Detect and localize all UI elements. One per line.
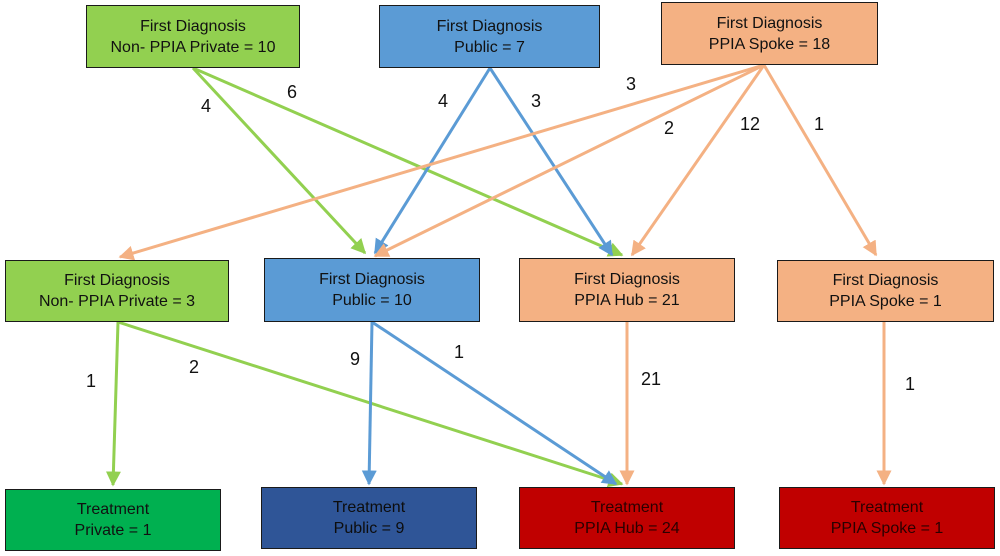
node-title: First Diagnosis xyxy=(574,271,680,288)
arrow-spoke-to-hub xyxy=(630,64,766,257)
node-value: Public = 10 xyxy=(332,292,412,309)
node-value: Public = 9 xyxy=(333,520,405,537)
arrow-spoke-to-private xyxy=(118,63,765,261)
node-title: Treatment xyxy=(850,499,924,516)
node-first-diagnosis-spoke-mid: First Diagnosis PPIA Spoke = 1 xyxy=(777,260,994,322)
edge-label-spoke-to-private: 3 xyxy=(626,74,637,94)
node-first-diagnosis-private-top: First Diagnosis Non- PPIA Private = 10 xyxy=(86,5,300,68)
node-treatment-hub: Treatment PPIA Hub = 24 xyxy=(519,487,735,549)
node-first-diagnosis-hub-mid: First Diagnosis PPIA Hub = 21 xyxy=(519,258,735,322)
node-title: First Diagnosis xyxy=(319,271,425,288)
arrow-spoke-to-public xyxy=(373,63,765,258)
node-value: PPIA Spoke = 1 xyxy=(830,520,944,537)
edge-label-spoke-to-public: 2 xyxy=(664,118,675,138)
node-title: First Diagnosis xyxy=(64,272,170,289)
node-title: First Diagnosis xyxy=(436,17,543,35)
node-title: Treatment xyxy=(332,499,406,516)
node-first-diagnosis-public-mid: First Diagnosis Public = 10 xyxy=(264,258,480,322)
node-value: Non- PPIA Private = 10 xyxy=(110,38,276,56)
node-title: Treatment xyxy=(590,499,664,516)
arrow-mid-public-to-hub xyxy=(371,320,618,486)
node-value: PPIA Hub = 24 xyxy=(574,520,680,537)
arrow-private-to-hub xyxy=(192,66,624,257)
arrow-spoke-to-spoke xyxy=(762,64,878,257)
arrow-private-to-public xyxy=(191,66,367,255)
edge-label-mid-hub-to-hub: 21 xyxy=(641,369,662,389)
edge-label-spoke-to-spoke: 1 xyxy=(814,114,825,134)
edge-label-public-to-public: 4 xyxy=(438,91,449,111)
edge-label-mid-private-to-hub: 2 xyxy=(189,357,200,377)
edge-label-mid-private-to-private: 1 xyxy=(86,371,97,391)
node-treatment-public: Treatment Public = 9 xyxy=(261,487,477,549)
node-treatment-spoke: Treatment PPIA Spoke = 1 xyxy=(779,487,995,549)
arrow-mid-private-to-private xyxy=(105,321,121,487)
node-value: Private = 1 xyxy=(74,522,152,539)
node-first-diagnosis-public-top: First Diagnosis Public = 7 xyxy=(379,5,600,68)
arrow-mid-public-to-public xyxy=(361,321,377,486)
edge-label-mid-public-to-hub: 1 xyxy=(454,342,465,362)
node-value: PPIA Spoke = 1 xyxy=(829,293,942,310)
edge-label-mid-spoke-to-spoke: 1 xyxy=(905,374,916,394)
node-title: First Diagnosis xyxy=(716,14,823,32)
node-first-diagnosis-private-mid: First Diagnosis Non- PPIA Private = 3 xyxy=(5,260,229,322)
edge-label-public-to-hub: 3 xyxy=(531,91,542,111)
node-first-diagnosis-spoke-top: First Diagnosis PPIA Spoke = 18 xyxy=(661,2,878,65)
edge-label-private-to-public: 4 xyxy=(201,96,212,116)
edge-label-spoke-to-hub: 12 xyxy=(740,114,761,134)
node-title: First Diagnosis xyxy=(140,17,246,35)
arrow-public-to-hub xyxy=(488,67,614,257)
node-value: Non- PPIA Private = 3 xyxy=(38,293,196,310)
node-treatment-private: Treatment Private = 1 xyxy=(5,489,221,551)
node-value: PPIA Hub = 21 xyxy=(574,292,680,309)
node-title: Treatment xyxy=(76,501,150,518)
arrow-public-to-public xyxy=(373,67,492,255)
node-value: PPIA Spoke = 18 xyxy=(708,35,831,53)
edge-label-private-to-hub: 6 xyxy=(287,82,298,102)
edge-label-mid-public-to-public: 9 xyxy=(350,349,361,369)
node-value: Public = 7 xyxy=(454,38,525,56)
node-title: First Diagnosis xyxy=(832,272,939,289)
